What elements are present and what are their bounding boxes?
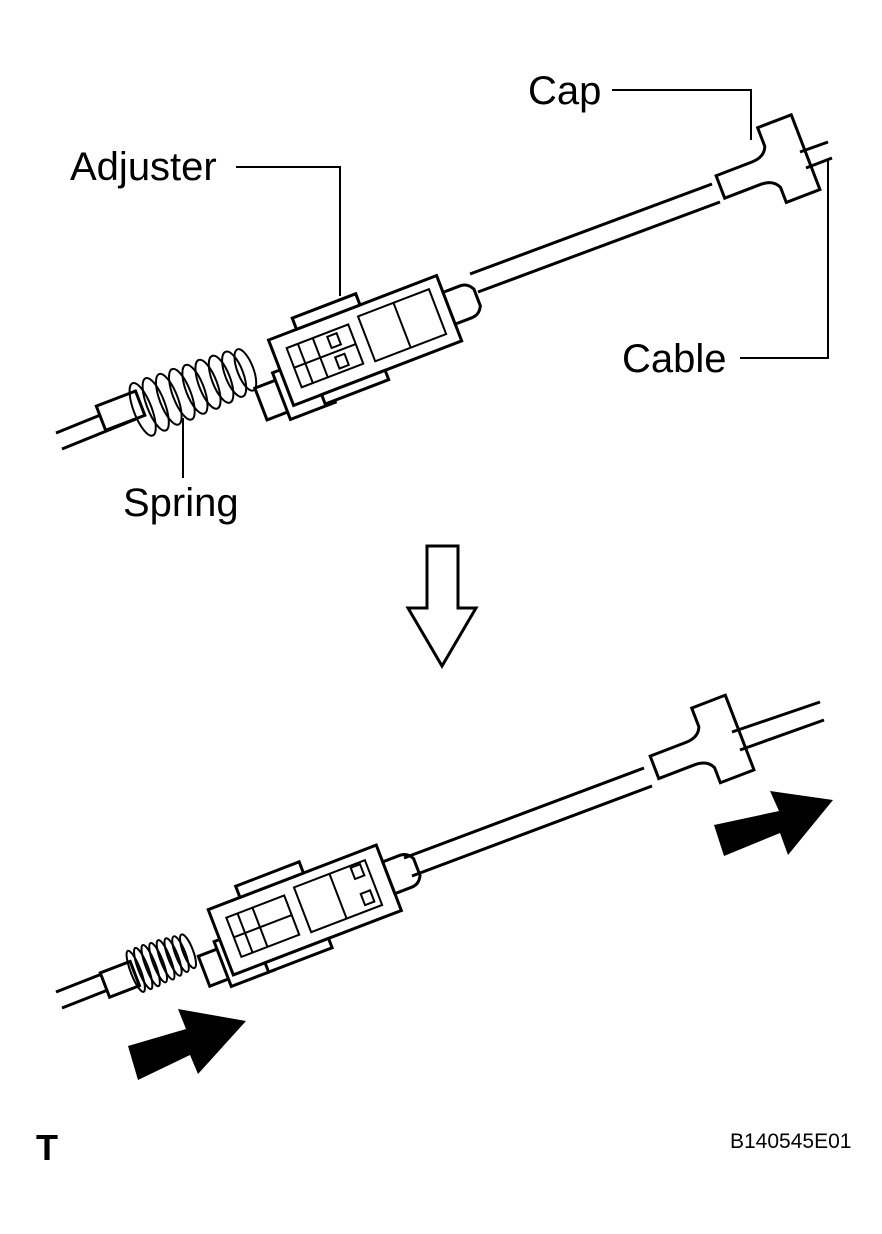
adjuster-housing-after — [196, 843, 422, 989]
cap — [714, 112, 822, 205]
after-illustration — [55, 693, 833, 1080]
cable-right-segment — [799, 140, 833, 170]
cable-label: Cable — [622, 337, 727, 381]
corner-mark: T — [36, 1127, 58, 1168]
before-illustration: Cap Adjuster Cable Spring — [55, 69, 833, 525]
leader-lines — [182, 89, 829, 478]
down-outline-arrow-icon — [405, 544, 479, 669]
cap-label: Cap — [528, 69, 601, 113]
cable-right-segment-after — [731, 700, 825, 752]
spring-compressed — [125, 933, 197, 993]
cap-after — [648, 693, 756, 785]
adjuster-label: Adjuster — [70, 145, 217, 189]
spring-label: Spring — [123, 481, 239, 525]
figure-code: B140545E01 — [730, 1130, 851, 1153]
adjuster-housing — [252, 273, 482, 422]
spring — [128, 348, 258, 437]
push-direction-arrow-icon — [128, 1009, 246, 1080]
pull-direction-arrow-icon — [714, 791, 833, 856]
cable-ferrule — [94, 389, 147, 433]
cable-middle-segment-after — [403, 766, 653, 878]
cable-middle-segment — [469, 182, 721, 294]
